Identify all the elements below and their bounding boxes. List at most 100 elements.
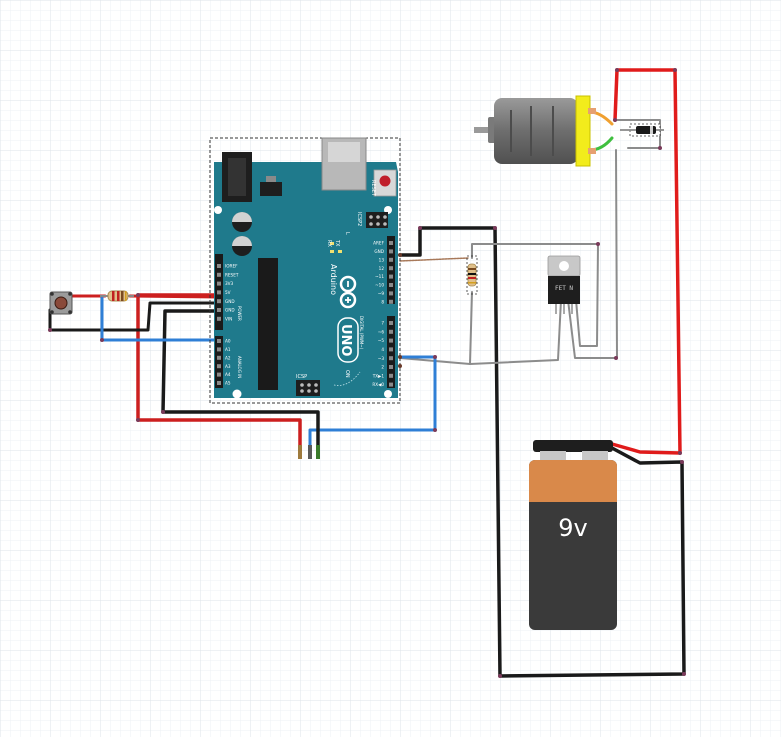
icsp2-label: ICSP2 bbox=[356, 212, 362, 226]
icsp2-header: ICSP2 bbox=[356, 212, 388, 228]
header-pin[interactable] bbox=[389, 356, 393, 361]
header-pin[interactable] bbox=[389, 373, 393, 378]
header-pin[interactable] bbox=[217, 281, 221, 286]
pin-label: ~3 bbox=[378, 356, 385, 361]
wire-battery-positive[interactable] bbox=[610, 68, 682, 455]
l-label: L bbox=[344, 232, 350, 235]
icsp-header: ICSP bbox=[296, 374, 320, 396]
header-pin[interactable] bbox=[217, 316, 221, 321]
motor-shaft bbox=[474, 127, 492, 133]
wire-pin13-trace[interactable] bbox=[399, 257, 469, 262]
pin-label: 5V bbox=[225, 290, 231, 295]
mount-hole bbox=[232, 389, 242, 399]
diode-icon[interactable] bbox=[620, 123, 664, 137]
header-pin[interactable] bbox=[217, 372, 221, 377]
header-pin[interactable] bbox=[217, 299, 221, 304]
header-pin[interactable] bbox=[389, 365, 393, 369]
pin-label: 13 bbox=[379, 257, 385, 262]
pin-label: A3 bbox=[225, 364, 231, 369]
header-pin[interactable] bbox=[389, 266, 393, 271]
wire-button-gnd[interactable] bbox=[48, 301, 222, 332]
analog-label: ANALOG IN bbox=[237, 356, 242, 378]
header-pin[interactable] bbox=[389, 257, 393, 262]
header-pin[interactable] bbox=[217, 355, 221, 360]
tx-label: TX bbox=[334, 239, 340, 247]
wire-resistor-to-5v[interactable] bbox=[128, 294, 222, 299]
pin-label: 7 bbox=[381, 321, 384, 326]
header-pin[interactable] bbox=[389, 321, 393, 325]
board-selection-outline bbox=[209, 137, 401, 404]
header-pin[interactable] bbox=[389, 249, 393, 254]
dc-motor-icon[interactable] bbox=[474, 95, 596, 167]
header-pin[interactable] bbox=[217, 308, 221, 312]
pin-label: VIN bbox=[225, 316, 232, 321]
header-pin[interactable] bbox=[217, 290, 221, 295]
battery-label: 9v bbox=[558, 514, 587, 542]
arduino-logo-icon bbox=[339, 275, 357, 309]
digital-label: DIGITAL (PWM~) bbox=[359, 316, 364, 350]
motor-endcap bbox=[575, 95, 591, 167]
header-pin[interactable] bbox=[217, 264, 221, 268]
header-pin[interactable] bbox=[389, 283, 393, 287]
wire-gate-resistor-lead[interactable] bbox=[469, 291, 473, 365]
voltage-regulator-icon bbox=[260, 182, 282, 196]
header-pin[interactable] bbox=[217, 347, 221, 352]
pin-label: TX▶1 bbox=[372, 373, 385, 378]
mosfet-body bbox=[548, 276, 580, 304]
pin-label: AREF bbox=[373, 241, 384, 246]
reset-label: RESET bbox=[370, 180, 376, 197]
header-pin[interactable] bbox=[389, 274, 393, 279]
header-pin[interactable] bbox=[217, 272, 221, 277]
pin-label: A4 bbox=[225, 372, 231, 377]
n-mosfet-icon[interactable]: FET N bbox=[547, 255, 581, 314]
pin-label: 2 bbox=[381, 365, 384, 370]
arduino-uno-board[interactable]: RESET ICSP2 L TX RX bbox=[209, 137, 401, 404]
pin-label: GND bbox=[374, 249, 384, 254]
mosfet-label: FET N bbox=[555, 285, 573, 292]
mount-hole bbox=[384, 390, 392, 398]
stub-black bbox=[316, 445, 320, 459]
resistor-icon[interactable] bbox=[100, 290, 134, 302]
mount-hole bbox=[214, 206, 222, 214]
pin-label: 3V3 bbox=[225, 281, 234, 286]
uno-badge: UNO bbox=[337, 317, 359, 363]
pin-label: ~6 bbox=[378, 329, 385, 334]
pin-label: GND bbox=[225, 299, 235, 304]
rx-label: RX bbox=[326, 240, 332, 247]
header-pin[interactable] bbox=[217, 339, 221, 343]
battery-snap bbox=[533, 440, 613, 452]
header-pin[interactable] bbox=[389, 347, 393, 352]
header-pin[interactable] bbox=[389, 338, 393, 343]
status-leds: L TX RX bbox=[326, 232, 350, 253]
icsp-label: ICSP bbox=[296, 374, 307, 380]
pin-label: RESET bbox=[225, 272, 239, 277]
push-button-icon[interactable] bbox=[49, 291, 73, 315]
9v-battery-icon[interactable]: 9v bbox=[529, 440, 617, 630]
battery-body bbox=[529, 460, 617, 630]
header-pin[interactable] bbox=[389, 241, 393, 245]
header-pin[interactable] bbox=[389, 299, 393, 304]
atmega-chip-icon bbox=[258, 258, 278, 390]
header-pin[interactable] bbox=[389, 291, 393, 296]
stub-red bbox=[298, 445, 302, 459]
gate-resistor-icon[interactable] bbox=[466, 255, 478, 295]
header-pin[interactable] bbox=[217, 364, 221, 369]
pin-label: RX◀0 bbox=[372, 382, 384, 387]
on-label: ON bbox=[344, 370, 350, 378]
wire-motor-to-drain[interactable] bbox=[567, 149, 618, 359]
header-pin[interactable] bbox=[217, 381, 221, 385]
wire-stub-group bbox=[298, 445, 320, 459]
pin-label: ~10 bbox=[375, 283, 384, 288]
power-label: POWER bbox=[237, 306, 242, 321]
header-pin[interactable] bbox=[389, 382, 393, 387]
motor-body bbox=[494, 98, 578, 164]
wire-source-gnd[interactable] bbox=[471, 243, 599, 347]
pin-label: A0 bbox=[225, 339, 231, 344]
led-rx-icon bbox=[338, 250, 342, 253]
header-pin[interactable] bbox=[389, 329, 393, 334]
pin-label: 8 bbox=[381, 299, 384, 304]
pin-label: A5 bbox=[225, 381, 231, 386]
